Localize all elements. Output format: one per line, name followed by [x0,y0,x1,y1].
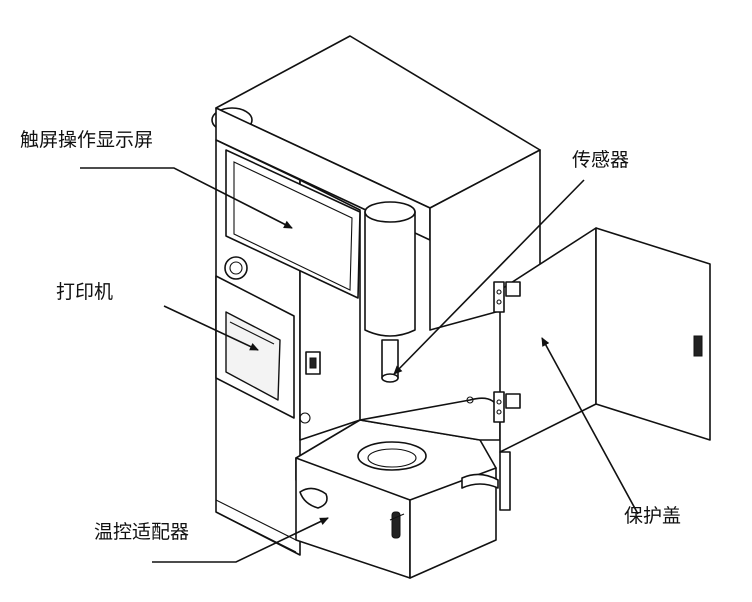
leader-touchscreen [80,167,293,229]
temp-adapter-block[interactable] [295,419,497,579]
instrument-body [211,35,541,556]
label-touchscreen: 触屏操作显示屏 [20,129,153,151]
leader-sensor [393,179,585,375]
knob-icon[interactable] [224,256,248,280]
hinge-pole [461,451,511,511]
door-latch-icon[interactable] [693,335,703,357]
touchscreen-panel[interactable] [225,149,361,299]
label-printer: 打印机 [56,281,113,303]
label-cover: 保护盖 [624,505,681,527]
hinge-top-icon [493,281,505,313]
leader-temp-adapter [152,517,329,563]
hinge-bottom-icon [493,391,505,423]
sensor-probe [381,339,399,383]
label-temp-adapter: 温控适配器 [94,521,189,543]
leader-cover [541,337,639,515]
leader-printer [163,305,259,351]
label-sensor: 传感器 [572,149,629,171]
side-latch[interactable] [305,351,321,375]
